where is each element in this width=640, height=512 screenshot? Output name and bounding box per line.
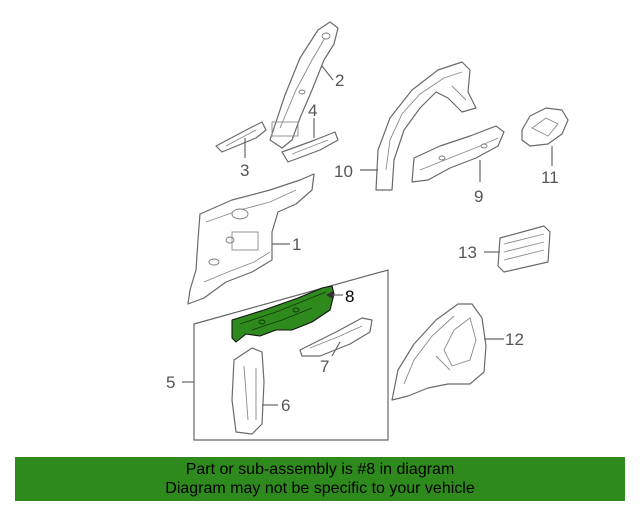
callout-10[interactable]: 10 [334,162,353,181]
parts-diagram: 2 3 4 1 10 9 [166,21,569,441]
callout-2[interactable]: 2 [335,71,344,90]
leader-2 [321,65,334,81]
part-2-pillar[interactable] [269,21,339,149]
callout-13[interactable]: 13 [458,243,477,262]
part-1-quarter-inner-panel[interactable] [187,173,315,305]
callout-5[interactable]: 5 [166,373,175,392]
callout-12[interactable]: 12 [505,330,524,349]
part-3-bracket[interactable] [215,121,267,153]
assembly-5-outline [193,269,389,441]
part-6-vertical-panel[interactable] [231,347,265,435]
callout-3[interactable]: 3 [240,161,249,180]
part-9-extension-panel[interactable] [411,125,505,183]
callout-6[interactable]: 6 [281,396,290,415]
callout-8[interactable]: 8 [345,287,354,306]
part-10-wheelhouse[interactable] [375,61,477,191]
banner-line-1: Part or sub-assembly is #8 in diagram [185,461,455,478]
banner-line-2: Diagram may not be specific to your vehi… [165,480,475,497]
leader-8-arrow [326,291,333,299]
callout-7[interactable]: 7 [320,357,329,376]
callout-1[interactable]: 1 [292,235,301,254]
part-4-bracket[interactable] [281,131,339,163]
notice-banner: Part or sub-assembly is #8 in diagram Di… [15,457,625,501]
part-11-fuel-door[interactable] [521,107,569,147]
part-8-highlighted-panel[interactable] [231,285,335,343]
callout-4[interactable]: 4 [308,101,317,120]
callout-11[interactable]: 11 [541,168,559,187]
part-12-wheelhouse-inner[interactable] [391,303,487,401]
part-13-nameplate[interactable] [497,225,551,273]
callout-9[interactable]: 9 [474,187,483,206]
part-7-bracket[interactable] [299,317,373,357]
leader-7 [331,341,341,357]
